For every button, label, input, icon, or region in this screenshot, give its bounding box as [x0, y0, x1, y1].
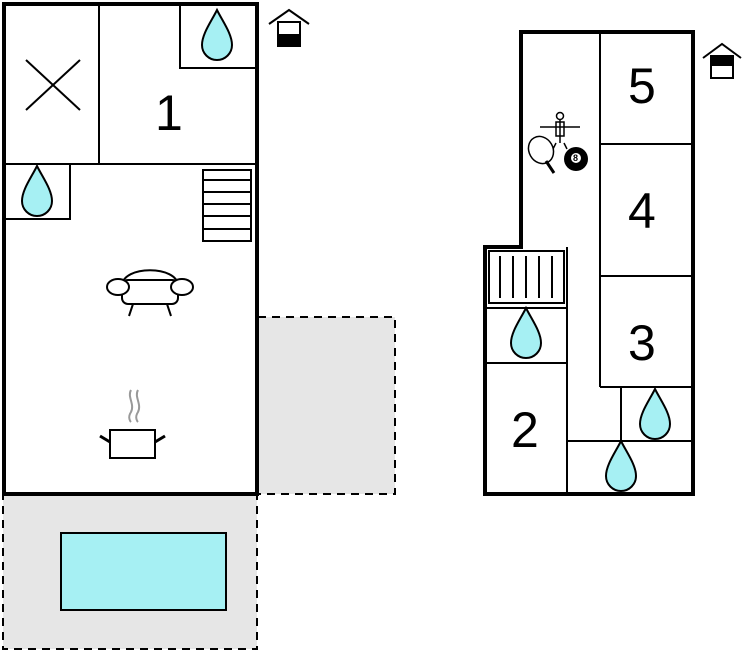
bedroom-3-label: 3	[628, 315, 656, 371]
water-drop-icon	[509, 305, 543, 359]
water-drop-icon	[604, 438, 638, 492]
water-drop-icon	[200, 7, 234, 61]
open-void-icon	[25, 59, 81, 111]
sofa-icon	[106, 269, 194, 317]
house-floor-icon	[268, 8, 310, 47]
bedroom-4-label: 4	[628, 183, 656, 239]
cooking-pot-icon	[99, 389, 166, 459]
bedroom-2-label: 2	[511, 402, 539, 458]
ground-floor-outline	[2, 2, 259, 496]
pool-icon	[60, 532, 227, 611]
bedroom-1-label: 1	[155, 85, 183, 141]
terrace-right	[257, 316, 396, 495]
water-drop-icon	[638, 386, 672, 440]
billiard-ball-number: 8	[573, 153, 578, 163]
upper-floor-outline	[483, 30, 695, 496]
wall-bathroom-upper	[179, 4, 257, 69]
table-tennis-icon	[527, 135, 556, 174]
wall-bathroom-lower	[4, 164, 71, 220]
table-football-icon	[540, 111, 580, 150]
stairs-icon	[488, 250, 565, 304]
stairs-icon	[202, 169, 252, 242]
billiard-ball-icon: 8	[564, 147, 588, 171]
bedroom-5-label: 5	[628, 58, 656, 114]
house-floor-icon	[702, 42, 742, 79]
water-drop-icon	[20, 163, 54, 217]
